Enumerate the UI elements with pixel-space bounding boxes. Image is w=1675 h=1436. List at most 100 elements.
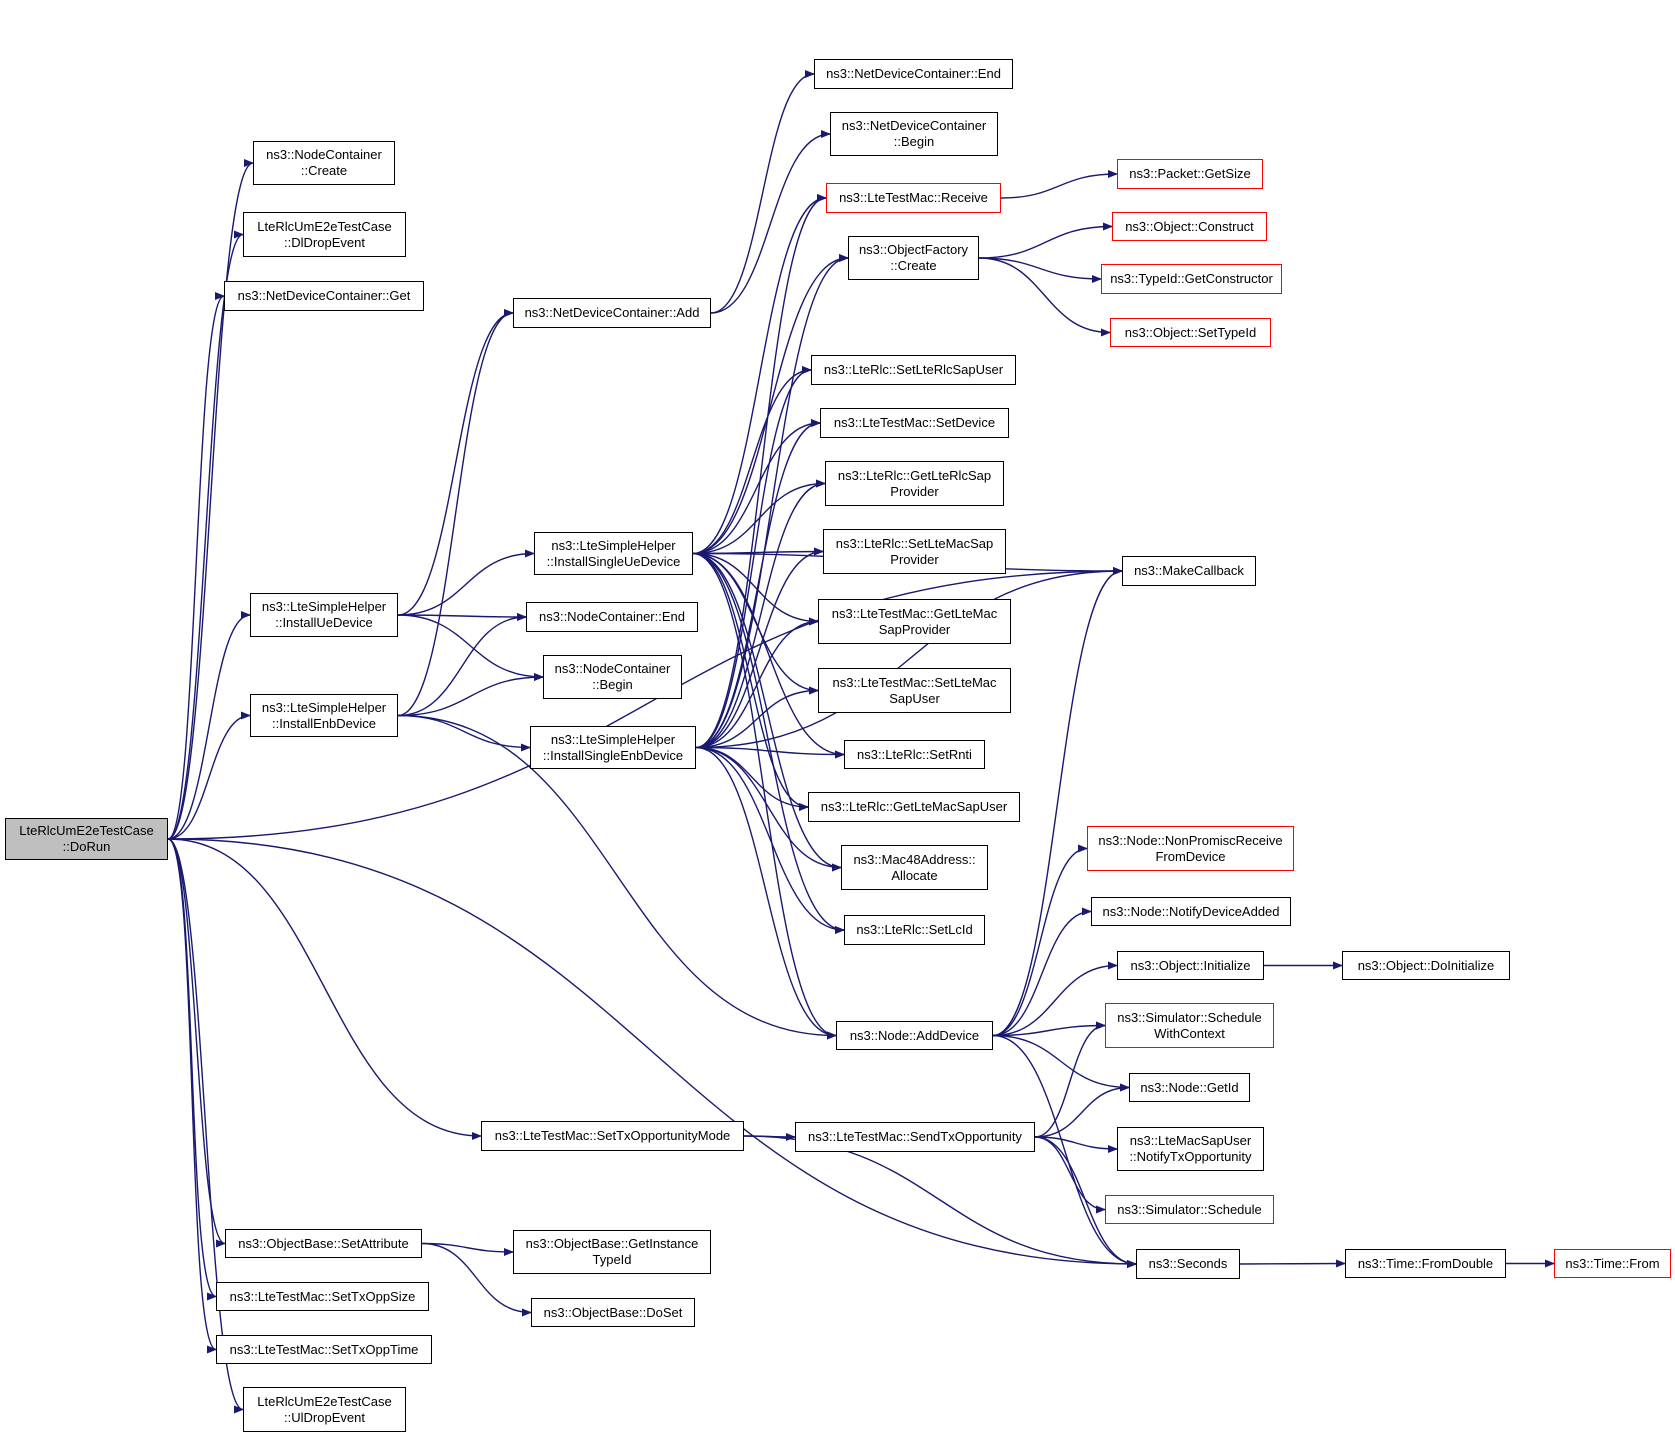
node-nc-create[interactable]: ns3::NodeContainer::Create: [253, 141, 395, 185]
node-packet-getsize[interactable]: ns3::Packet::GetSize: [1117, 159, 1263, 189]
edge-root-to-ndc-get: [167, 292, 225, 840]
node-label-line: ns3::Node::NotifyDeviceAdded: [1102, 903, 1280, 919]
edge-inst-single-enb-to-makecallback: [695, 567, 1123, 749]
node-label-line: TypeId: [592, 1252, 632, 1267]
node-set-txopp-mode[interactable]: ns3::LteTestMac::SetTxOpportunityMode: [481, 1121, 744, 1151]
node-label-line: ns3::LteRlc::SetLcId: [856, 922, 973, 937]
node-obj-settypeid[interactable]: ns3::Object::SetTypeId: [1110, 318, 1271, 347]
edge-root-to-makecallback: [167, 567, 1123, 840]
node-label-line: ns3::Node::NonPromiscReceive: [1098, 832, 1283, 848]
node-ndc-begin[interactable]: ns3::NetDeviceContainer::Begin: [830, 112, 998, 156]
node-mac-set-device[interactable]: ns3::LteTestMac::SetDevice: [820, 408, 1009, 438]
edge-inst-ue-to-nc-end: [397, 612, 527, 621]
node-set-attr[interactable]: ns3::ObjectBase::SetAttribute: [225, 1229, 422, 1258]
node-root[interactable]: LteRlcUmE2eTestCase::DoRun: [5, 818, 168, 860]
node-label-line: ns3::Seconds: [1148, 1256, 1228, 1271]
node-mac-send-txopp[interactable]: ns3::LteTestMac::SendTxOpportunity: [795, 1122, 1035, 1152]
node-label-line: ::Begin: [893, 134, 935, 149]
node-obj-construct[interactable]: ns3::Object::Construct: [1112, 212, 1267, 241]
node-nc-begin[interactable]: ns3::NodeContainer::Begin: [543, 655, 682, 699]
edge-root-to-nc-create: [167, 159, 254, 840]
edge-root-to-uldrop: [167, 838, 244, 1414]
node-label-line: ns3::Packet::GetSize: [1129, 166, 1251, 181]
node-ob-doset[interactable]: ns3::ObjectBase::DoSet: [531, 1298, 695, 1327]
node-macsapuser-notify[interactable]: ns3::LteMacSapUser::NotifyTxOpportunity: [1117, 1127, 1264, 1171]
edge-inst-single-ue-to-mac-set-device: [692, 419, 821, 555]
edge-mac-send-txopp-to-macsapuser-notify: [1034, 1136, 1118, 1153]
node-of-create[interactable]: ns3::ObjectFactory::Create: [848, 236, 979, 280]
node-label-line: ns3::NetDeviceContainer: [841, 118, 987, 133]
node-makecallback[interactable]: ns3::MakeCallback: [1122, 556, 1256, 586]
node-label-line: ::UlDropEvent: [284, 1409, 365, 1425]
node-nc-end[interactable]: ns3::NodeContainer::End: [526, 602, 698, 632]
node-rlc-set-sapuser[interactable]: ns3::LteRlc::SetLteRlcSapUser: [811, 355, 1016, 385]
edge-ndc-add-to-ndc-begin: [710, 130, 831, 314]
node-label-line: ns3::ObjectBase::GetInstance: [525, 1236, 699, 1251]
node-label-line: ns3::Object::Construct: [1125, 218, 1254, 234]
node-label-line: ns3::LteTestMac::Receive: [839, 190, 988, 205]
node-inst-single-enb[interactable]: ns3::LteSimpleHelper::InstallSingleEnbDe…: [530, 726, 696, 769]
node-ndc-get[interactable]: ns3::NetDeviceContainer::Get: [224, 281, 424, 311]
node-mac48-alloc[interactable]: ns3::Mac48Address::Allocate: [841, 845, 988, 890]
edge-node-adddevice-to-obj-initialize: [992, 961, 1118, 1037]
node-set-txopp-size[interactable]: ns3::LteTestMac::SetTxOppSize: [216, 1282, 429, 1311]
edge-inst-ue-to-nc-begin: [397, 614, 544, 681]
node-label-line: ns3::LteSimpleHelper: [261, 699, 387, 715]
node-label-line: ns3::Time::FromDouble: [1357, 1255, 1494, 1271]
node-rlc-set-rnti[interactable]: ns3::LteRlc::SetRnti: [844, 740, 985, 769]
edge-of-create-to-obj-construct: [978, 222, 1113, 259]
node-time-from[interactable]: ns3::Time::From: [1554, 1249, 1671, 1278]
node-time-fromdouble[interactable]: ns3::Time::FromDouble: [1345, 1249, 1506, 1278]
node-set-txopp-time[interactable]: ns3::LteTestMac::SetTxOppTime: [216, 1335, 432, 1364]
node-seconds[interactable]: ns3::Seconds: [1136, 1249, 1240, 1279]
edge-node-adddevice-to-node-nonpromisc: [992, 844, 1088, 1037]
node-label-line: ns3::MakeCallback: [1134, 563, 1244, 578]
node-label-line: ns3::Node::AddDevice: [849, 1027, 980, 1043]
edge-ndc-add-to-ndc-end: [710, 70, 815, 314]
edge-mac-send-txopp-to-sim-schedule-ctx: [1034, 1021, 1106, 1138]
node-node-notify-added[interactable]: ns3::Node::NotifyDeviceAdded: [1091, 897, 1291, 926]
node-label-line: ns3::Object::SetTypeId: [1124, 324, 1257, 340]
edge-seconds-to-time-fromdouble: [1239, 1259, 1346, 1268]
node-node-adddevice[interactable]: ns3::Node::AddDevice: [836, 1021, 993, 1050]
node-ndc-end[interactable]: ns3::NetDeviceContainer::End: [814, 59, 1013, 89]
node-rlc-set-lcid[interactable]: ns3::LteRlc::SetLcId: [844, 915, 985, 945]
node-inst-ue[interactable]: ns3::LteSimpleHelper::InstallUeDevice: [250, 593, 398, 637]
node-label-line: ns3::Object::Initialize: [1130, 957, 1251, 973]
node-label-line: ns3::Simulator::Schedule: [1117, 1201, 1262, 1217]
edge-inst-enb-to-nc-begin: [397, 673, 544, 717]
edge-inst-ue-to-ndc-add: [397, 309, 514, 616]
node-ndc-add[interactable]: ns3::NetDeviceContainer::Add: [513, 298, 711, 328]
node-obj-doinitialize[interactable]: ns3::Object::DoInitialize: [1342, 951, 1510, 980]
node-mac-receive[interactable]: ns3::LteTestMac::Receive: [826, 183, 1001, 213]
node-uldrop[interactable]: LteRlcUmE2eTestCase::UlDropEvent: [243, 1387, 406, 1432]
edge-inst-single-enb-to-mac-set-device: [695, 419, 821, 749]
node-label-line: Provider: [890, 551, 939, 567]
node-dldrop[interactable]: LteRlcUmE2eTestCase::DlDropEvent: [243, 212, 406, 257]
node-label-line: ns3::Time::From: [1565, 1255, 1660, 1271]
edge-node-adddevice-to-sim-schedule-ctx: [992, 1021, 1106, 1037]
node-inst-single-ue[interactable]: ns3::LteSimpleHelper::InstallSingleUeDev…: [534, 532, 693, 575]
node-rlc-get-macsapuser[interactable]: ns3::LteRlc::GetLteMacSapUser: [808, 792, 1020, 822]
node-label-line: ns3::NodeContainer: [554, 661, 671, 676]
node-obj-initialize[interactable]: ns3::Object::Initialize: [1117, 951, 1264, 980]
node-sim-schedule[interactable]: ns3::Simulator::Schedule: [1105, 1195, 1274, 1224]
edge-set-attr-to-ob-doset: [421, 1242, 532, 1317]
node-node-getid[interactable]: ns3::Node::GetId: [1129, 1073, 1250, 1102]
node-label-line: Provider: [890, 483, 939, 499]
node-label-line: ns3::Node::GetId: [1140, 1079, 1239, 1095]
edge-root-to-inst-ue: [167, 611, 251, 840]
node-inst-enb[interactable]: ns3::LteSimpleHelper::InstallEnbDevice: [250, 694, 398, 737]
node-typeid-getctor[interactable]: ns3::TypeId::GetConstructor: [1101, 264, 1282, 294]
edge-inst-enb-to-nc-end: [397, 613, 527, 717]
node-label-line: ns3::NetDeviceContainer::Get: [237, 288, 411, 303]
node-label-line: ns3::LteSimpleHelper: [551, 537, 676, 553]
